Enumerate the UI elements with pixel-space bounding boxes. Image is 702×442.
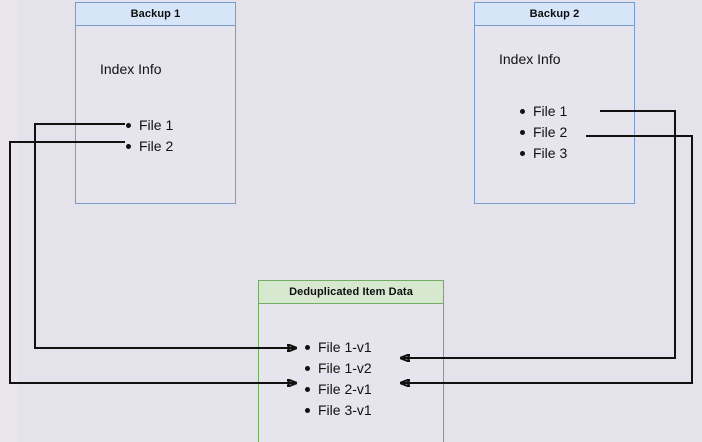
backup-1-index-label: Index Info bbox=[100, 61, 162, 77]
backup-2-index-label: Index Info bbox=[499, 51, 561, 67]
backup-1-file-item[interactable]: File 2 bbox=[124, 136, 173, 157]
backup-2-file-item[interactable]: File 2 bbox=[518, 122, 567, 143]
backup-1-box[interactable]: Backup 1 bbox=[75, 2, 236, 204]
backup-2-title: Backup 2 bbox=[475, 3, 634, 26]
backup-2-file-item[interactable]: File 1 bbox=[518, 101, 567, 122]
backup-1-title: Backup 1 bbox=[76, 3, 235, 26]
dedup-item[interactable]: File 1-v1 bbox=[303, 337, 372, 358]
deduplicated-item-data-title: Deduplicated Item Data bbox=[259, 281, 443, 304]
backup-1-file-list: File 1 File 2 bbox=[124, 115, 173, 157]
deduplicated-item-list: File 1-v1 File 1-v2 File 2-v1 File 3-v1 bbox=[303, 337, 372, 421]
dedup-item[interactable]: File 3-v1 bbox=[303, 400, 372, 421]
backup-2-file-item[interactable]: File 3 bbox=[518, 143, 567, 164]
dedup-item[interactable]: File 1-v2 bbox=[303, 358, 372, 379]
dedup-item[interactable]: File 2-v1 bbox=[303, 379, 372, 400]
backup-1-file-item[interactable]: File 1 bbox=[124, 115, 173, 136]
backup-2-file-list: File 1 File 2 File 3 bbox=[518, 101, 567, 164]
canvas-left-margin bbox=[0, 0, 18, 442]
